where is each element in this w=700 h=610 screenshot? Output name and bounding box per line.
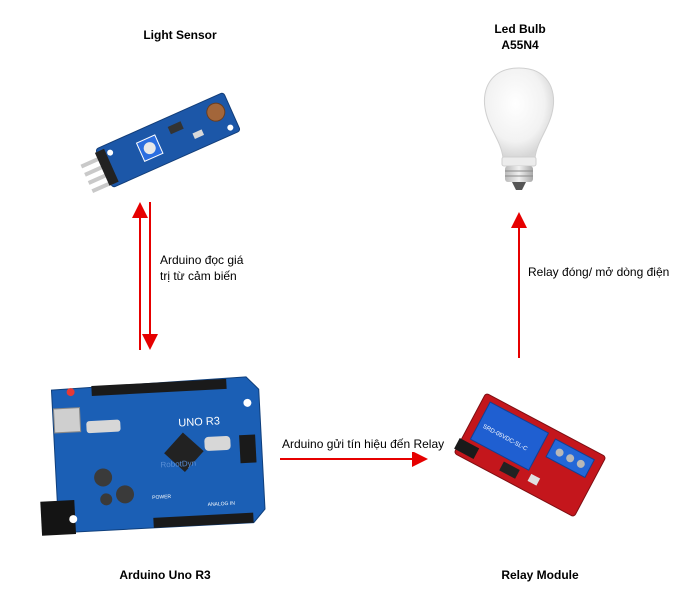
- led-bulb-label-line2: A55N4: [460, 37, 580, 53]
- edge-label-arduino-relay: Arduino gửi tín hiệu đến Relay: [282, 436, 444, 452]
- light-sensor-image: [77, 92, 240, 195]
- board-model-text: UNO R3: [178, 415, 220, 429]
- edge-label-sensor-arduino: Arduino đọc giá trị từ cảm biến: [160, 252, 243, 284]
- edge-label-relay-bulb: Relay đóng/ mở dòng điện: [528, 264, 669, 280]
- board-power-text: POWER: [152, 494, 172, 501]
- arduino-uno-image: UNO R3 RobotDyn POWER ANALOG IN: [34, 376, 265, 536]
- edge-label-sensor-arduino-line1: Arduino đọc giá: [160, 252, 243, 268]
- light-sensor-label: Light Sensor: [120, 27, 240, 43]
- led-bulb-label-line1: Led Bulb: [460, 21, 580, 37]
- board-brand-text: RobotDyn: [160, 459, 196, 470]
- edge-sensor-arduino: [140, 202, 150, 350]
- relay-module-image: SRD-05VDC-SL-C: [452, 392, 606, 517]
- led-bulb-label: Led Bulb A55N4: [460, 21, 580, 53]
- arduino-label: Arduino Uno R3: [100, 567, 230, 583]
- relay-module-label: Relay Module: [480, 567, 600, 583]
- led-bulb-image: [484, 68, 553, 190]
- edge-label-sensor-arduino-line2: trị từ cảm biến: [160, 268, 243, 284]
